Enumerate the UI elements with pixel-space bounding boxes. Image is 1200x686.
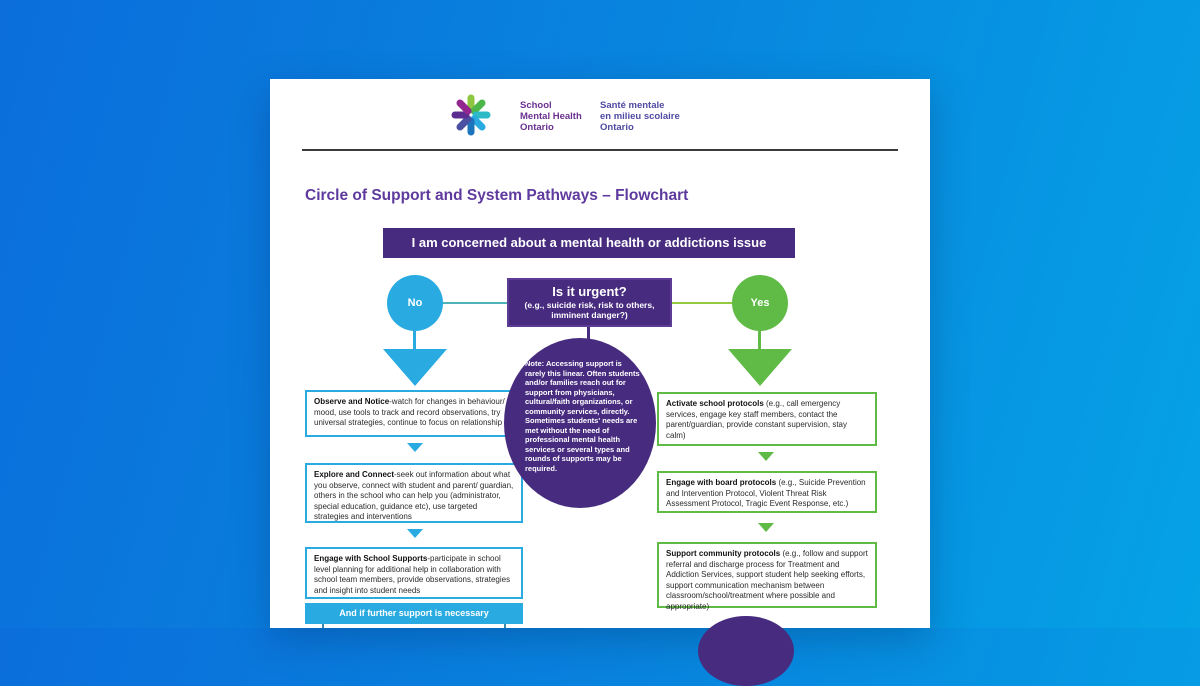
connector-yes-line — [670, 302, 734, 304]
left-step-3-text: -participate in school level planning fo… — [314, 554, 511, 595]
further-support-banner: And if further support is necessary — [305, 603, 523, 624]
urgent-title: Is it urgent? — [552, 284, 627, 299]
concern-banner: I am concerned about a mental health or … — [383, 228, 795, 258]
right-step-1-text: (e.g., call emergency services, engage k… — [666, 399, 847, 440]
urgent-to-note-connector — [587, 327, 590, 340]
logo-wordmark-french: Santé mentale en milieu scolaire Ontario — [600, 100, 680, 133]
yes-label: Yes — [750, 297, 770, 309]
header-divider — [302, 149, 898, 151]
note-text: Note: Accessing support is rarely this l… — [525, 359, 640, 473]
down-arrow-icon — [758, 523, 774, 532]
right-step-3-text: (e.g., follow and support referral and d… — [666, 549, 868, 611]
yes-down-arrow-icon — [728, 349, 792, 386]
smho-flower-icon — [451, 94, 491, 136]
down-arrow-icon — [407, 443, 423, 452]
left-step-1-text: -watch for changes in behaviour/ mood, u… — [314, 397, 505, 427]
left-step-1-lead: Observe and Notice — [314, 397, 390, 406]
left-step-1: Observe and Notice-watch for changes in … — [305, 390, 523, 437]
down-arrow-icon — [758, 452, 774, 461]
yes-node: Yes — [732, 275, 788, 331]
no-arrow-stem — [413, 331, 416, 349]
no-label: No — [407, 297, 423, 309]
document-page: School Mental Health Ontario Santé menta… — [270, 79, 930, 686]
right-step-3: Support community protocols (e.g., follo… — [657, 542, 877, 611]
left-step-2-lead: Explore and Connect — [314, 470, 395, 479]
right-step-2-text: (e.g., Suicide Prevention and Interventi… — [666, 478, 866, 508]
note-circle: Note: Accessing support is rarely this l… — [504, 338, 656, 508]
left-step-2-text: -seek out information about what you obs… — [314, 470, 514, 521]
no-down-arrow-icon — [383, 349, 447, 386]
left-step-3-lead: Engage with School Supports — [314, 554, 428, 563]
right-step-2-lead: Engage with board protocols — [666, 478, 777, 487]
left-step-2: Explore and Connect-seek out information… — [305, 463, 523, 523]
right-step-1-lead: Activate school protocols — [666, 399, 764, 408]
urgent-decision-box: Is it urgent? (e.g., suicide risk, risk … — [507, 278, 672, 327]
right-step-1: Activate school protocols (e.g., call em… — [657, 392, 877, 446]
urgent-subtitle: (e.g., suicide risk, risk to others, imm… — [524, 300, 655, 320]
right-step-2: Engage with board protocols (e.g., Suici… — [657, 471, 877, 513]
connector-no-line — [443, 302, 509, 304]
connector-line — [504, 624, 506, 628]
down-arrow-icon — [407, 529, 423, 538]
left-step-3: Engage with School Supports-participate … — [305, 547, 523, 599]
connector-line — [322, 624, 324, 628]
right-step-3-lead: Support community protocols — [666, 549, 781, 558]
next-step-circle-partial — [698, 616, 794, 686]
yes-arrow-stem — [758, 331, 761, 349]
no-node: No — [387, 275, 443, 331]
logo-wordmark-english: School Mental Health Ontario — [520, 100, 582, 133]
page-title: Circle of Support and System Pathways – … — [305, 187, 689, 204]
